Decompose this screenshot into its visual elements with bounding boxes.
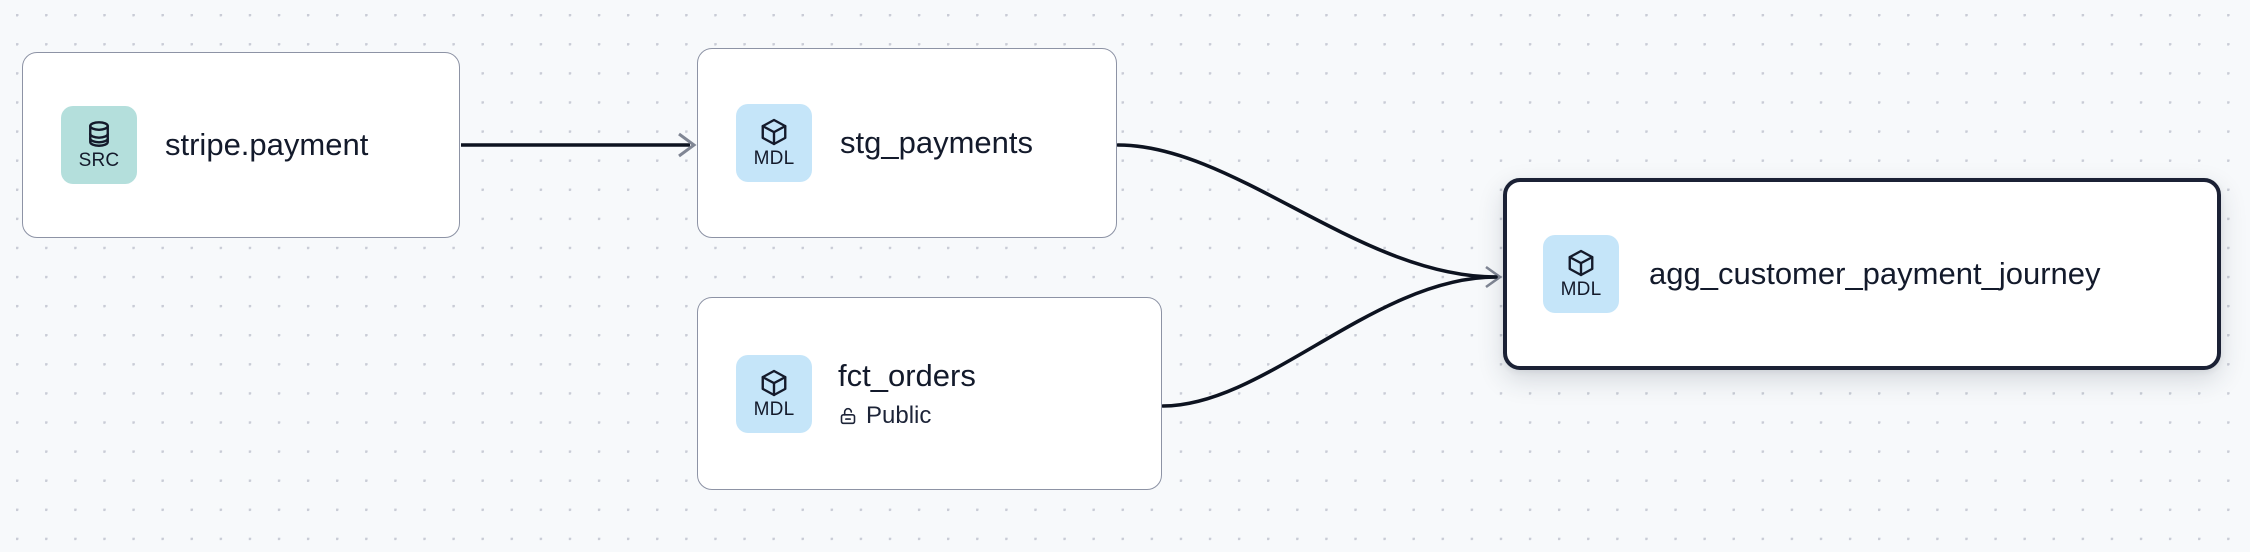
node-visibility-label: Public — [866, 402, 932, 429]
node-type-badge-mdl: MDL — [736, 354, 812, 433]
lineage-node-stripe-payment[interactable]: SRC stripe.payment — [22, 52, 460, 238]
unlock-icon — [838, 406, 858, 426]
database-icon — [84, 119, 114, 150]
node-body: fct_orders Public — [812, 357, 1161, 430]
cube-icon — [1566, 248, 1596, 279]
node-type-badge-mdl: MDL — [1543, 235, 1619, 313]
node-type-badge-label: MDL — [753, 148, 795, 169]
node-title: stripe.payment — [165, 127, 369, 162]
edge-source-to-stg — [461, 132, 697, 158]
edge-fct-to-agg — [1161, 275, 1498, 408]
node-type-badge-mdl: MDL — [736, 104, 812, 182]
node-title: stg_payments — [840, 125, 1033, 160]
node-type-badge-label: MDL — [753, 398, 795, 420]
lineage-node-fct-orders[interactable]: MDL fct_orders Public — [697, 297, 1162, 490]
node-body: stripe.payment — [137, 126, 459, 164]
lineage-node-agg-customer-payment-journey[interactable]: MDL agg_customer_payment_journey — [1503, 178, 2221, 370]
node-type-badge-label: MDL — [1560, 279, 1602, 300]
edge-stg-to-agg — [1116, 143, 1503, 289]
cube-icon — [759, 368, 789, 399]
node-body: agg_customer_payment_journey — [1619, 255, 2217, 293]
lineage-node-stg-payments[interactable]: MDL stg_payments — [697, 48, 1117, 238]
node-type-badge-src: SRC — [61, 106, 137, 184]
node-title: fct_orders — [838, 358, 976, 393]
node-body: stg_payments — [812, 124, 1116, 162]
cube-icon — [759, 117, 789, 148]
node-visibility: Public — [838, 402, 1137, 430]
node-title: agg_customer_payment_journey — [1649, 256, 2101, 291]
node-type-badge-label: SRC — [78, 150, 120, 171]
